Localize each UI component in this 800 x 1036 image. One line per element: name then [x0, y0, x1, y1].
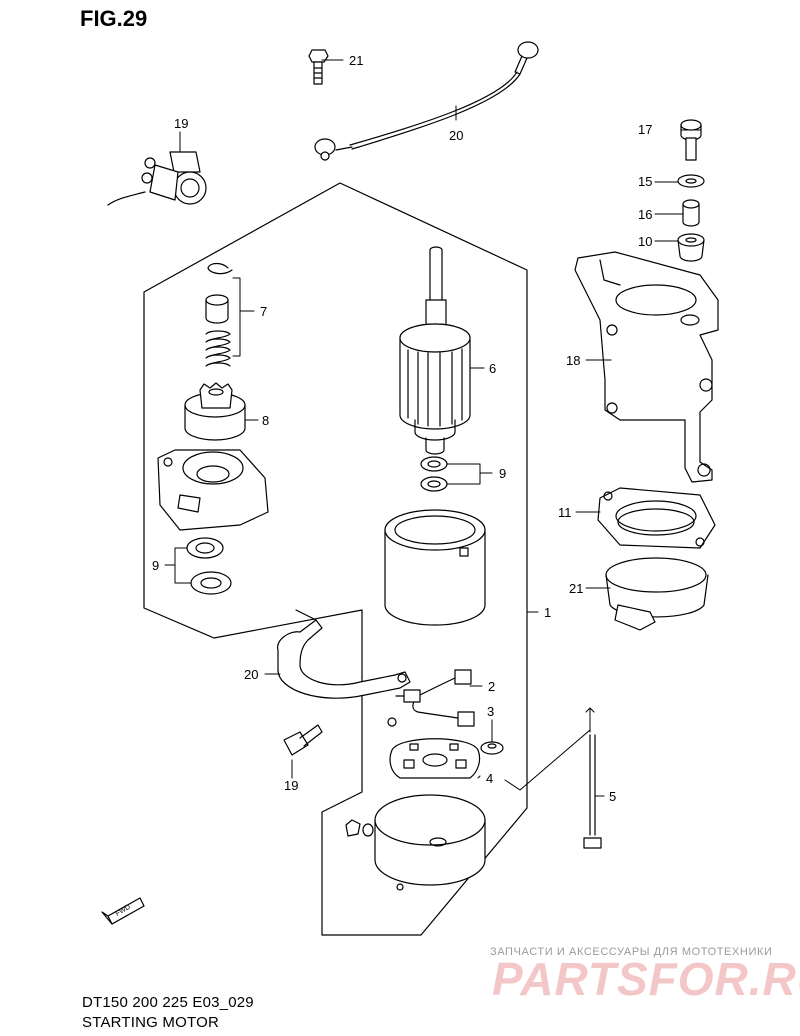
brush-plate-4-part — [387, 717, 481, 779]
callout-13: 16 — [638, 207, 652, 222]
callout-6: 6 — [489, 361, 496, 376]
solenoid-19-part — [107, 151, 207, 206]
callout-7: 7 — [260, 304, 267, 319]
callout-21: 21 — [349, 53, 363, 68]
nut-3-part — [480, 741, 504, 755]
watermark-logo: PARTSFOR.RU — [492, 953, 800, 1005]
callout-8: 8 — [262, 413, 269, 428]
strap-17-part — [277, 609, 411, 699]
end-cover-part — [345, 794, 486, 891]
callout-3: 3 — [487, 704, 494, 719]
bolt-21-part — [308, 49, 329, 85]
band-18-part — [605, 557, 709, 631]
brush-2-part — [395, 669, 475, 727]
front-bracket-part — [157, 449, 269, 531]
watermark-tagline: ЗАПЧАСТИ И АКСЕССУАРЫ ДЛЯ МОТОТЕХНИКИ — [490, 946, 773, 958]
armature-6-part — [399, 246, 471, 455]
callout-18: 21 — [569, 581, 583, 596]
washers-9-right-part — [420, 456, 448, 492]
assembly-outline — [143, 182, 528, 936]
through-bolt-5-part — [583, 734, 602, 849]
callout-labels: 21 20 19 7 8 6 9 9 1 2 3 4 5 17 15 16 10… — [152, 53, 652, 804]
grommet-10-part — [677, 233, 705, 262]
callout-10: 10 — [638, 234, 652, 249]
callout-5: 5 — [609, 789, 616, 804]
callout-11: 11 — [558, 505, 572, 520]
bracket-15-part — [574, 251, 719, 483]
bolt-16-part — [283, 724, 323, 756]
callout-16: 19 — [284, 778, 298, 793]
callout-19: 19 — [174, 116, 188, 131]
yoke-part — [384, 509, 486, 626]
model-code: DT150 200 225 E03_029 — [82, 994, 254, 1011]
washer-12-part — [677, 174, 705, 188]
pinion-stop-7-part — [205, 262, 233, 367]
callout-2: 2 — [488, 679, 495, 694]
callout-14: 17 — [638, 122, 652, 137]
pinion-8-part — [184, 382, 246, 441]
callout-9-right: 9 — [499, 466, 506, 481]
callout-20: 20 — [449, 128, 463, 143]
washers-9-left-part — [186, 537, 232, 595]
figure-title: FIG.29 — [80, 6, 148, 31]
callout-1: 1 — [544, 605, 551, 620]
callout-12: 15 — [638, 174, 652, 189]
cable-20-part — [314, 41, 539, 161]
callout-17: 20 — [244, 667, 258, 682]
callout-4: 4 — [486, 771, 493, 786]
bolt-14-part — [680, 119, 702, 161]
flange-11-part — [597, 487, 716, 549]
figure-caption: STARTING MOTOR — [82, 1014, 219, 1031]
callout-15: 18 — [566, 353, 580, 368]
collar-13-part — [682, 199, 700, 227]
leader-lines — [164, 59, 702, 797]
fwd-arrow-part — [101, 897, 145, 925]
callout-9-left: 9 — [152, 558, 159, 573]
